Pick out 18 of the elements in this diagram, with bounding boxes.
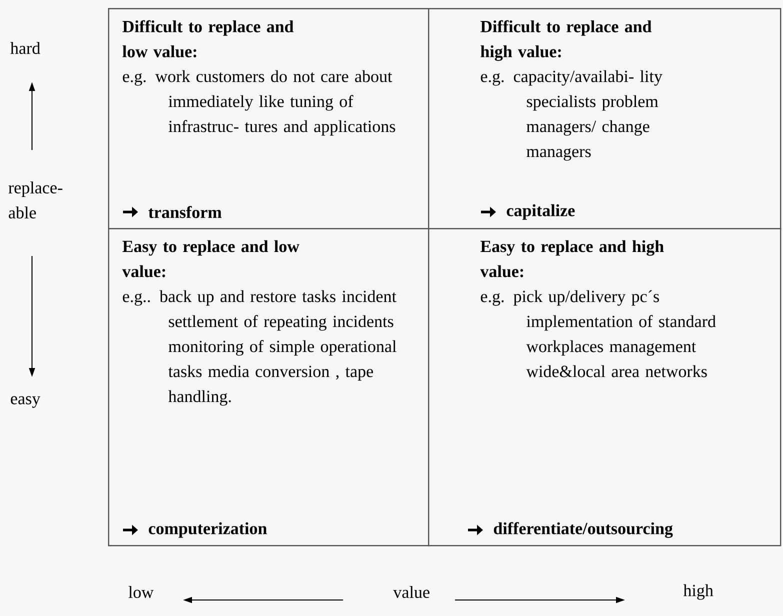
axis-label: high <box>683 584 714 600</box>
quadrant-heading: Difficult to replace and low value: <box>122 20 294 58</box>
action-text: differentiate/outsourcing <box>494 522 673 538</box>
action-text: capitalize <box>506 204 575 220</box>
quadrant-heading: Easy to replace and low value: <box>122 240 300 278</box>
axis-label: low <box>128 586 154 598</box>
example-text: e.g. capacity/availabi- lity specialists problem managers/ change managers <box>480 70 662 161</box>
example-text: e.g. work customers do not care about immediately like tuning of infrastruc- tures and applications <box>122 70 396 136</box>
example-text: e.g. pick up/delivery pc´s implementation of standard workplaces management wide&local area networks <box>480 290 716 378</box>
quadrant-heading: Easy to replace and high value: <box>480 240 664 278</box>
example-text: e.g.. back up and restore tasks incident settlement of repeating incidents monitoring of simple operational tasks media conversion , tape handling. <box>122 290 396 406</box>
quadrant-heading: Difficult to replace and high value: <box>480 20 652 61</box>
action-text: transform <box>148 206 222 218</box>
axis-title: value <box>393 586 430 598</box>
action-text: computerization <box>148 522 267 538</box>
axis-label: hard <box>10 42 40 54</box>
axis-title: replace- able <box>8 182 62 218</box>
axis-label: easy <box>10 396 40 408</box>
